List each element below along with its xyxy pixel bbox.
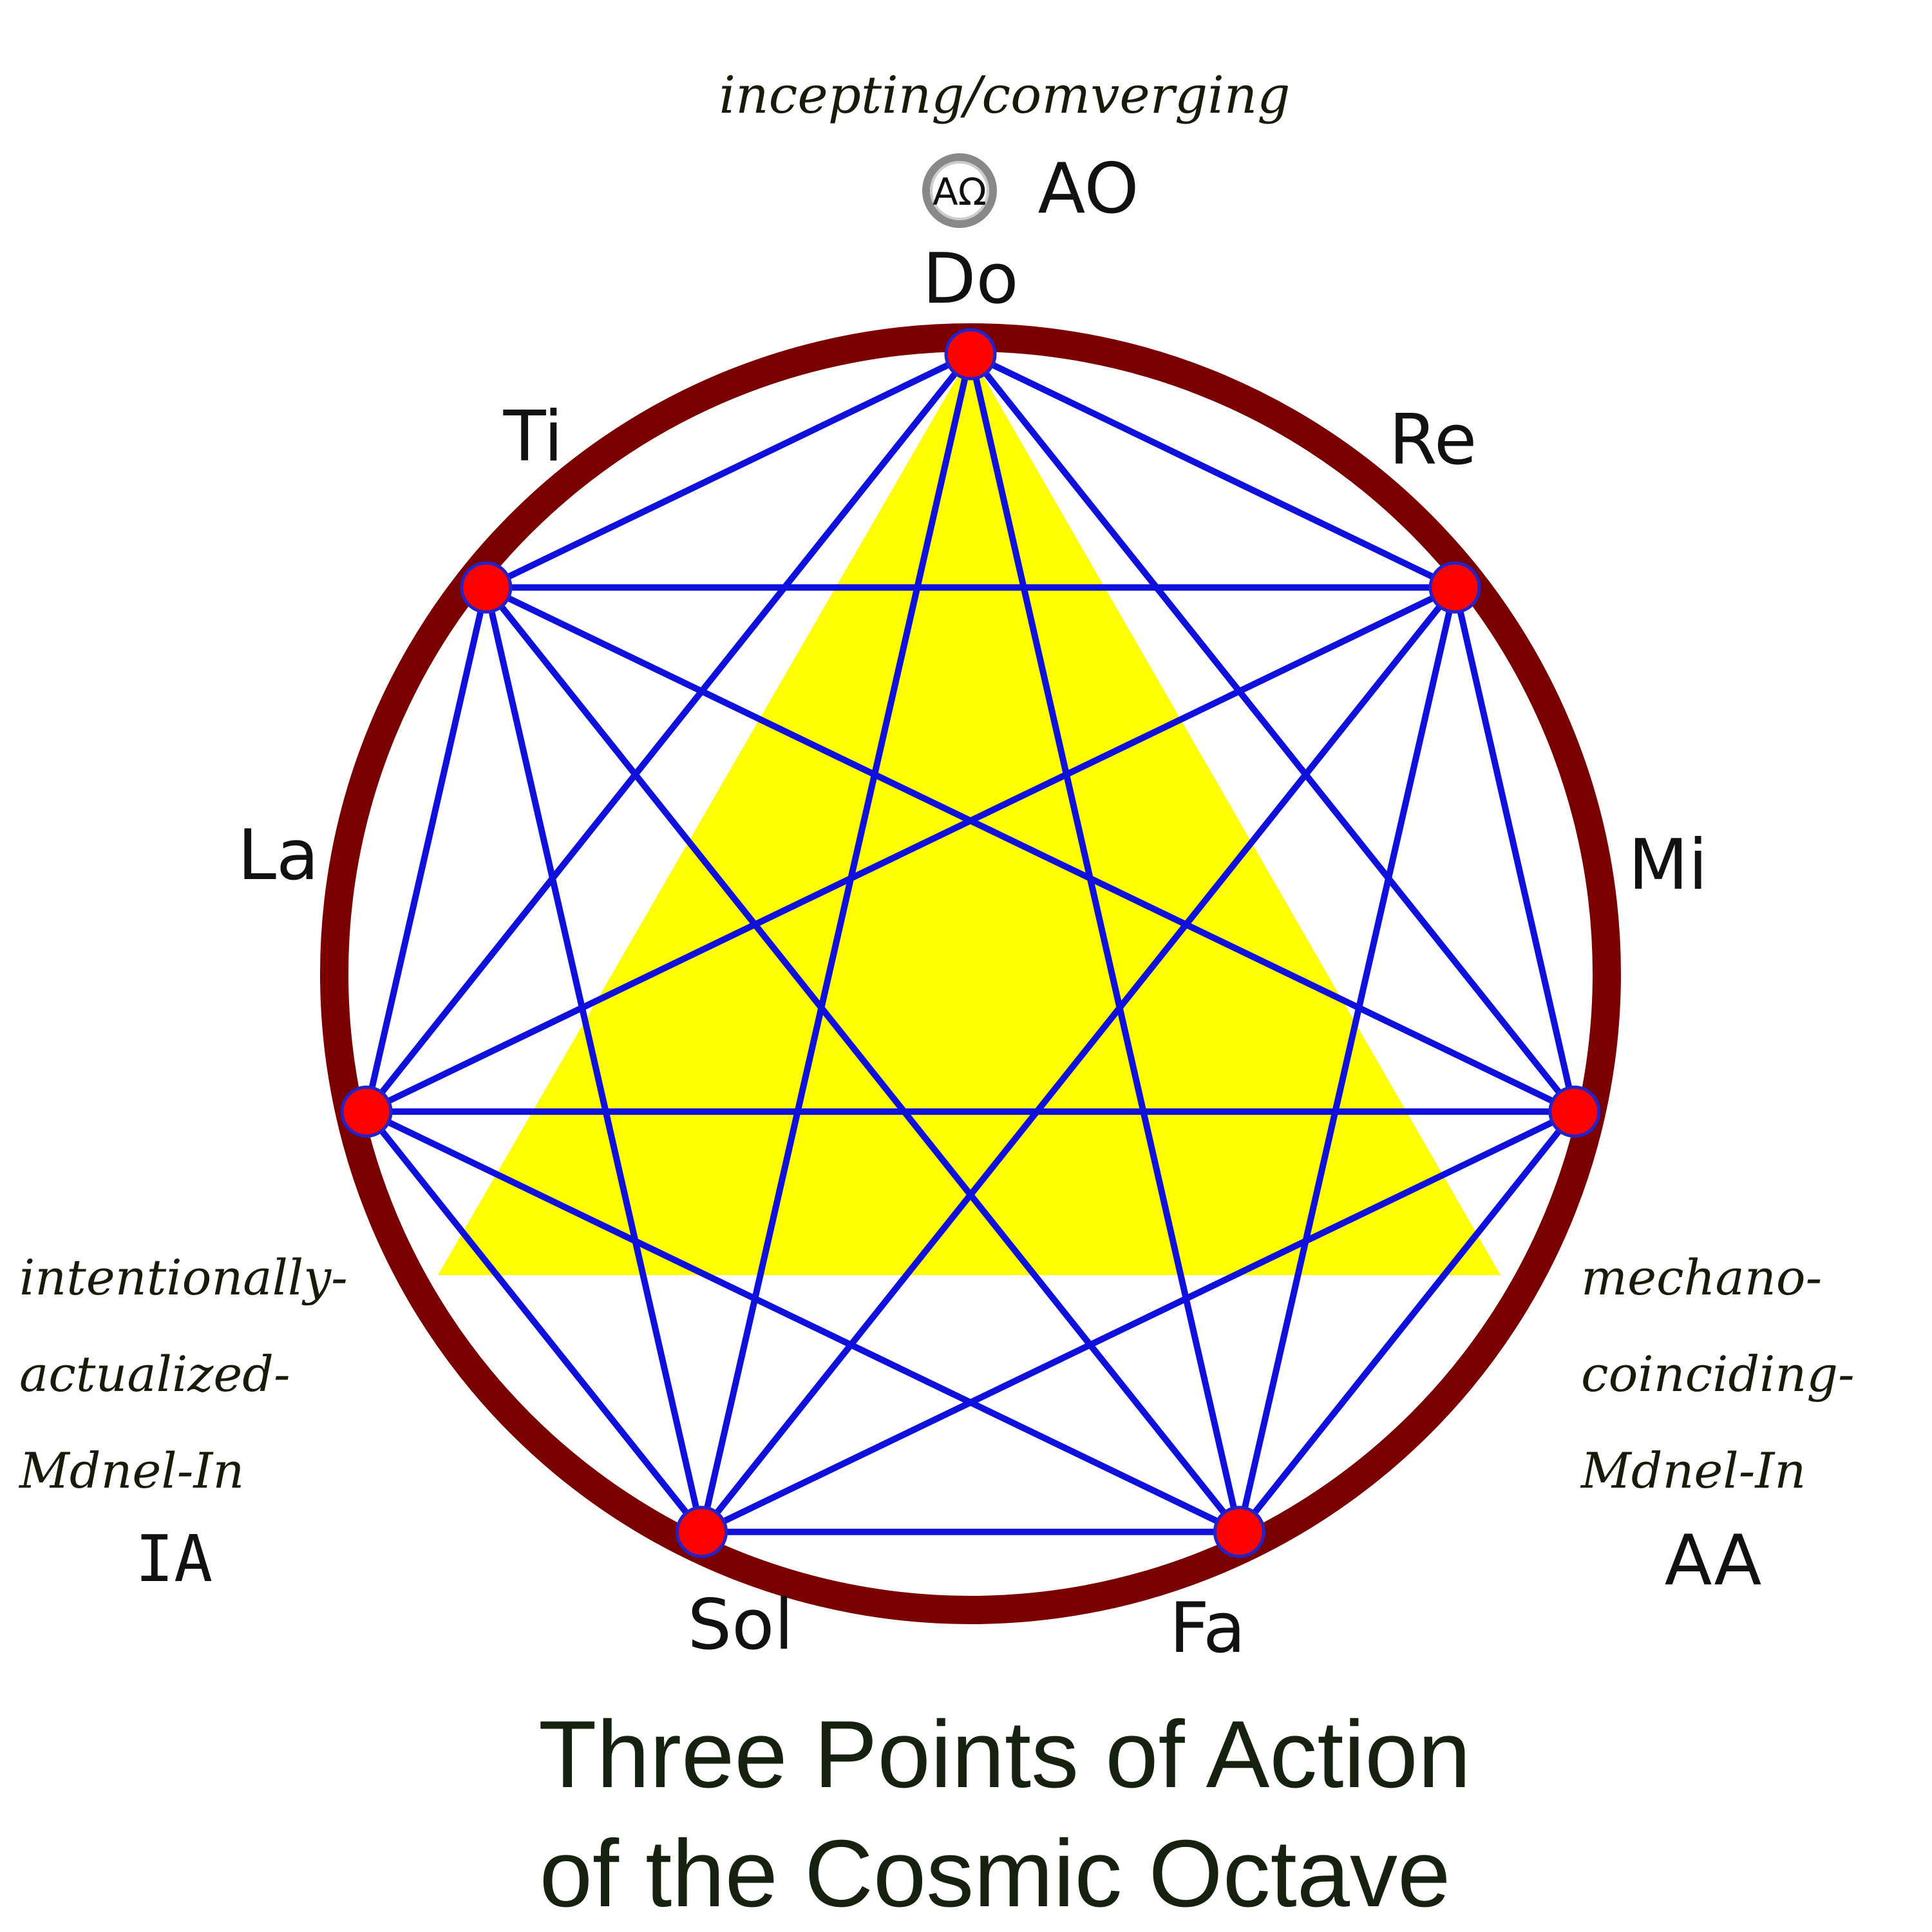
right-caption-line-3: Mdnel-In	[1580, 1442, 1806, 1499]
note-label-la: La	[238, 815, 319, 896]
chord-mi-fa	[1236, 1109, 1577, 1534]
chord-re-sol	[699, 585, 1458, 1534]
chord-do-ti	[484, 351, 972, 591]
chord-la-ti	[363, 587, 489, 1113]
node-sol	[676, 1506, 728, 1558]
chord-re-fa	[1236, 587, 1458, 1533]
node-la	[340, 1085, 393, 1138]
chord-re-mi	[1452, 587, 1578, 1113]
left-caption-line-1: intentionally-	[19, 1249, 348, 1306]
action-triangle	[438, 354, 1501, 1275]
title-line-1: Three Points of Action	[538, 1701, 1471, 1808]
header-caption: incepting/comverging	[719, 65, 1290, 125]
chord-fa-la	[365, 1108, 1241, 1535]
left-code: IA	[135, 1521, 213, 1596]
ao-symbol: AΩ	[933, 170, 987, 214]
note-label-fa: Fa	[1170, 1588, 1245, 1669]
note-label-sol: Sol	[688, 1585, 794, 1665]
node-do	[944, 328, 997, 381]
note-label-mi: Mi	[1628, 825, 1707, 905]
note-label-ti: Ti	[503, 397, 564, 477]
chord-lines	[363, 351, 1578, 1535]
chord-mi-sol	[700, 1108, 1577, 1535]
node-ti	[460, 561, 513, 614]
chord-do-re	[969, 351, 1457, 591]
left-caption-line-3: Mdnel-In	[18, 1442, 244, 1499]
ouroboros-alpha-omega-icon: AΩ	[922, 153, 997, 228]
chord-re-la	[365, 584, 1457, 1115]
right-code: AA	[1665, 1520, 1762, 1601]
chord-fa-ti	[483, 585, 1242, 1534]
right-caption-line-2: coinciding-	[1581, 1345, 1855, 1403]
node-mi	[1548, 1085, 1601, 1138]
note-nodes	[340, 328, 1601, 1558]
chord-do-mi	[968, 352, 1577, 1114]
note-label-re: Re	[1389, 400, 1477, 480]
note-label-do: Do	[922, 239, 1018, 319]
chord-do-la	[364, 352, 973, 1114]
chord-do-fa	[967, 353, 1243, 1533]
right-caption-line-1: mechano-	[1581, 1249, 1822, 1306]
node-re	[1428, 561, 1481, 614]
chord-mi-ti	[484, 584, 1577, 1115]
left-caption-line-2: actualized-	[19, 1345, 290, 1403]
chord-do-sol	[698, 353, 974, 1533]
chord-sol-la	[364, 1109, 705, 1534]
ao-label: AO	[1038, 149, 1139, 229]
title-line-2: of the Cosmic Octave	[540, 1821, 1451, 1927]
node-fa	[1213, 1506, 1265, 1558]
chord-sol-ti	[483, 587, 705, 1533]
